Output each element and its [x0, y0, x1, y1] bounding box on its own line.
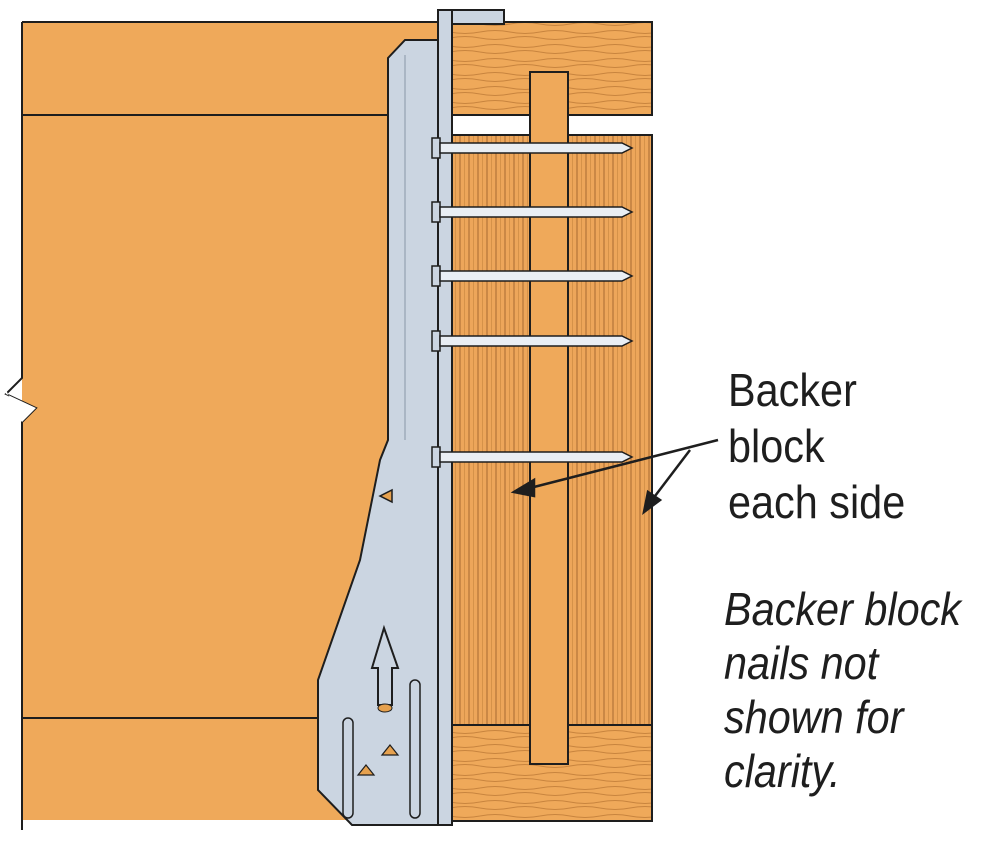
callout-line: Backer [728, 364, 857, 416]
nail [431, 330, 634, 352]
backer-block [529, 71, 569, 765]
triangle-icon [378, 488, 393, 504]
callout-arrows [510, 438, 719, 515]
callout-line: block [728, 420, 825, 472]
note-line: nails not [724, 637, 879, 689]
note-line: Backer block [724, 583, 962, 635]
note-line: shown for [724, 691, 904, 743]
nail [431, 137, 634, 159]
nail [431, 265, 634, 287]
backer-block-callout: Backer block each side [728, 362, 905, 530]
header-beam [0, 21, 452, 830]
note-line: clarity. [724, 745, 841, 797]
nail [431, 446, 634, 468]
nails-note: Backer block nails not shown for clarity… [724, 582, 961, 798]
nail [431, 201, 634, 223]
nails [431, 137, 634, 468]
callout-line: each side [728, 476, 906, 528]
